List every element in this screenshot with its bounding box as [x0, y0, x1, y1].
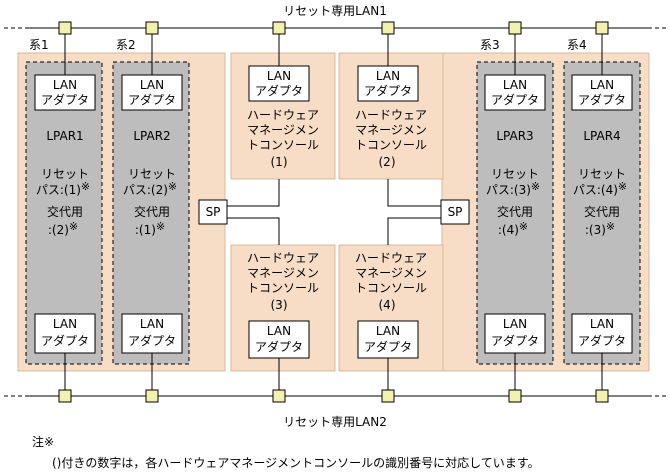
system-label-1: 系1 [29, 38, 49, 52]
lpar-name: LPAR3 [496, 129, 533, 143]
svg-text:LAN: LAN [376, 324, 400, 338]
lan-adapter-lpar4-bottom [571, 313, 633, 354]
lan-adapter-lpar2-top [121, 74, 183, 111]
svg-text:アダプタ: アダプタ [41, 92, 89, 107]
lan-adapter-lpar1-bottom [34, 313, 96, 354]
svg-text::(3)※: :(3)※ [585, 220, 615, 237]
svg-text:(3): (3) [271, 298, 288, 312]
system-label-3: 系3 [480, 38, 500, 52]
svg-text:(2): (2) [379, 155, 396, 169]
svg-text:LAN: LAN [140, 78, 164, 92]
svg-text:リセット: リセット [578, 167, 626, 181]
lan-adapter-lpar2-bottom [121, 313, 183, 354]
svg-text:アダプタ: アダプタ [491, 333, 539, 348]
lpar-name: LPAR1 [46, 129, 83, 143]
lan-adapter-lpar4-top [571, 74, 633, 111]
svg-text:交代用: 交代用 [47, 204, 83, 219]
svg-text:交代用: 交代用 [584, 204, 620, 219]
svg-text:LAN: LAN [140, 317, 164, 331]
lan-adapter-hmc2 [357, 65, 419, 102]
svg-text:リセット: リセット [128, 167, 176, 181]
svg-text:LAN: LAN [267, 324, 291, 338]
svg-text:交代用: 交代用 [497, 204, 533, 219]
svg-text:LAN: LAN [590, 78, 614, 92]
sp-box-left [198, 199, 228, 225]
svg-text:アダプタ: アダプタ [491, 92, 539, 107]
system-label-2: 系2 [116, 38, 136, 52]
lan-adapter-hmc3 [248, 320, 310, 359]
sp-links [227, 179, 441, 245]
svg-text:アダプタ: アダプタ [578, 333, 626, 348]
svg-text::(1)※: :(1)※ [135, 220, 165, 237]
svg-text:リセット: リセット [41, 167, 89, 181]
svg-text:LAN: LAN [503, 78, 527, 92]
svg-text:アダプタ: アダプタ [128, 92, 176, 107]
svg-text:ハードウェア: ハードウェア [355, 251, 427, 265]
svg-text:リセット: リセット [491, 167, 539, 181]
svg-text:アダプタ: アダプタ [41, 333, 89, 348]
svg-text:LAN: LAN [376, 69, 400, 83]
hmc-2-texts: ハードウェア マネージメン トコンソール (2) [355, 108, 427, 169]
svg-text::(2)※: :(2)※ [48, 220, 78, 237]
svg-text:ハードウェア: ハードウェア [247, 108, 319, 122]
svg-text:アダプタ: アダプタ [128, 333, 176, 348]
svg-text:LAN: LAN [53, 317, 77, 331]
lpar-name: LPAR4 [583, 129, 620, 143]
svg-text:LAN: LAN [503, 317, 527, 331]
note-text: ()付きの数字は，各ハードウェアマネージメントコンソールの識別番号に対応していま… [52, 455, 540, 470]
sp-box-right [440, 199, 470, 225]
svg-text:パス:(4)※: パス:(4)※ [573, 180, 627, 197]
svg-text:ハードウェア: ハードウェア [247, 251, 319, 265]
svg-text:トコンソール: トコンソール [247, 138, 319, 152]
lan2-label: リセット専用LAN2 [283, 415, 387, 429]
svg-text:アダプタ: アダプタ [364, 339, 412, 354]
lan-adapter-lpar3-bottom [484, 313, 546, 354]
svg-text:LAN: LAN [267, 69, 291, 83]
sp-label-right: SP [448, 205, 463, 219]
system-label-4: 系4 [567, 38, 587, 52]
svg-text:マネージメン: マネージメン [355, 266, 427, 280]
svg-text:アダプタ: アダプタ [578, 92, 626, 107]
svg-text::(4)※: :(4)※ [498, 220, 528, 237]
svg-text:LAN: LAN [53, 78, 77, 92]
bottom-links [64, 353, 603, 396]
lpar-3-texts: LPAR3 リセット パス:(3)※ 交代用 :(4)※ [486, 129, 540, 237]
lpar-2-texts: LPAR2 リセット パス:(2)※ 交代用 :(1)※ [123, 129, 177, 237]
note-title: 注※ [32, 434, 54, 449]
lan1-label: リセット専用LAN1 [283, 4, 387, 18]
svg-text:トコンソール: トコンソール [247, 281, 319, 295]
svg-text:LAN: LAN [590, 317, 614, 331]
svg-text:マネージメン: マネージメン [247, 123, 319, 137]
svg-text:パス:(1)※: パス:(1)※ [36, 180, 90, 197]
top-links [64, 28, 603, 75]
svg-text:アダプタ: アダプタ [255, 339, 303, 354]
svg-text:マネージメン: マネージメン [355, 123, 427, 137]
svg-text:マネージメン: マネージメン [247, 266, 319, 280]
lan-adapter-lpar3-top [484, 74, 546, 111]
lpar-1-texts: LPAR1 リセット パス:(1)※ 交代用 :(2)※ [36, 129, 90, 237]
svg-text:アダプタ: アダプタ [255, 83, 303, 98]
svg-text:(4): (4) [379, 298, 396, 312]
svg-text:トコンソール: トコンソール [355, 281, 427, 295]
hmc-4-texts: ハードウェア マネージメン トコンソール (4) [355, 251, 427, 312]
bus-nodes [58, 21, 609, 403]
hmc-1-texts: ハードウェア マネージメン トコンソール (1) [247, 108, 319, 169]
lan-adapter-hmc4 [357, 320, 419, 359]
svg-text:パス:(2)※: パス:(2)※ [123, 180, 177, 197]
svg-text:パス:(3)※: パス:(3)※ [486, 180, 540, 197]
svg-text:(1): (1) [271, 155, 288, 169]
svg-text:ハードウェア: ハードウェア [355, 108, 427, 122]
sp-label-left: SP [206, 205, 221, 219]
lpar-name: LPAR2 [133, 129, 170, 143]
lan-adapter-lpar1-top [34, 74, 96, 111]
lan-adapters [34, 65, 633, 359]
svg-text:トコンソール: トコンソール [355, 138, 427, 152]
hmc-3-texts: ハードウェア マネージメン トコンソール (3) [247, 251, 319, 312]
svg-text:アダプタ: アダプタ [364, 83, 412, 98]
lpar-4-texts: LPAR4 リセット パス:(4)※ 交代用 :(3)※ [573, 129, 627, 237]
svg-text:交代用: 交代用 [134, 204, 170, 219]
lan-adapter-hmc1 [248, 65, 310, 102]
